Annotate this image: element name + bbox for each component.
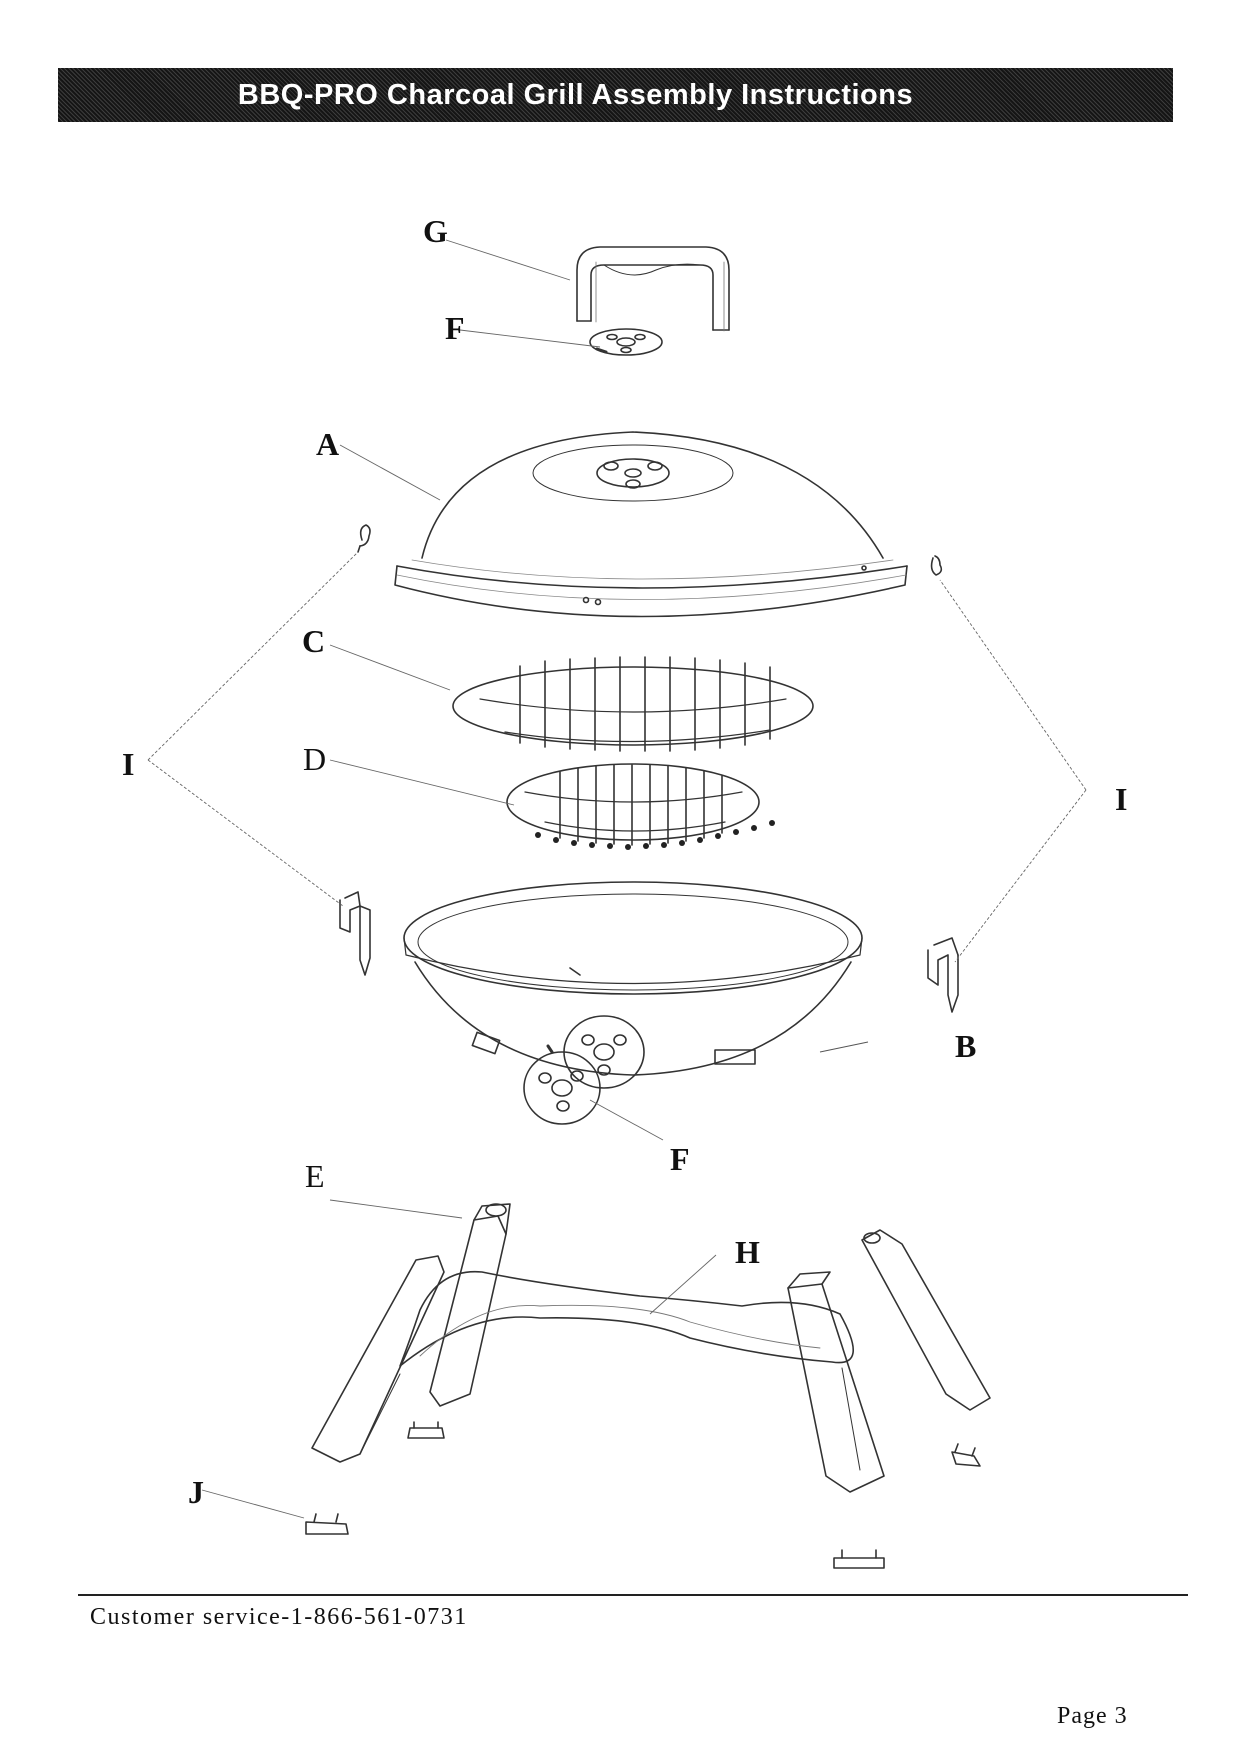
cooking-grate-part-c: [452, 656, 814, 752]
callout-d: D: [303, 741, 327, 777]
bowl-part-b: [403, 881, 863, 1076]
foot-cap-part-j-3: [305, 1513, 349, 1535]
leg-rear-right-part-e: [861, 1229, 991, 1411]
callout-a: A: [316, 426, 340, 462]
foot-cap-part-j-2: [951, 1443, 981, 1467]
callout-i-left: I: [122, 746, 135, 782]
base-frame-part-h: [399, 1270, 854, 1367]
callout-g: G: [423, 213, 448, 249]
callout-c: C: [302, 623, 326, 659]
title-banner: BBQ-PRO Charcoal Grill Assembly Instruct…: [58, 68, 1173, 122]
charcoal-grate-part-d: [506, 763, 775, 850]
foot-cap-part-j-1: [407, 1421, 445, 1439]
bowl-handle-left-part-i: [339, 891, 371, 976]
page-title: BBQ-PRO Charcoal Grill Assembly Instruct…: [237, 78, 914, 111]
leg-front-left-part-e: [429, 1203, 511, 1407]
handle-part-g: [576, 246, 730, 332]
foot-cap-part-j-4: [833, 1549, 885, 1569]
callout-b: B: [955, 1028, 977, 1064]
leader-lines: [147, 239, 1087, 1519]
leg-front-right-part-e: [787, 1271, 885, 1493]
top-damper-part-f: [589, 328, 663, 356]
callout-j: J: [188, 1474, 204, 1510]
callout-i-right: I: [1115, 781, 1128, 817]
customer-service-line: Customer service-1-866-561-0731: [90, 1604, 468, 1630]
leg-rear-left-part-e: [311, 1255, 445, 1463]
callout-f-bottom: F: [670, 1141, 690, 1177]
callout-e: E: [305, 1158, 325, 1194]
lid-part-a: [394, 431, 908, 618]
footer-divider: [78, 1594, 1188, 1596]
lid-hook-left-part-i: [357, 524, 371, 553]
lid-hook-right-part-i: [930, 555, 943, 576]
bottom-vent-part-f: [523, 1015, 645, 1125]
callout-h: H: [735, 1234, 760, 1270]
callout-f-top: F: [445, 310, 465, 346]
bowl-handle-right-part-i: [927, 937, 959, 1013]
page-number: Page 3: [1057, 1703, 1128, 1729]
